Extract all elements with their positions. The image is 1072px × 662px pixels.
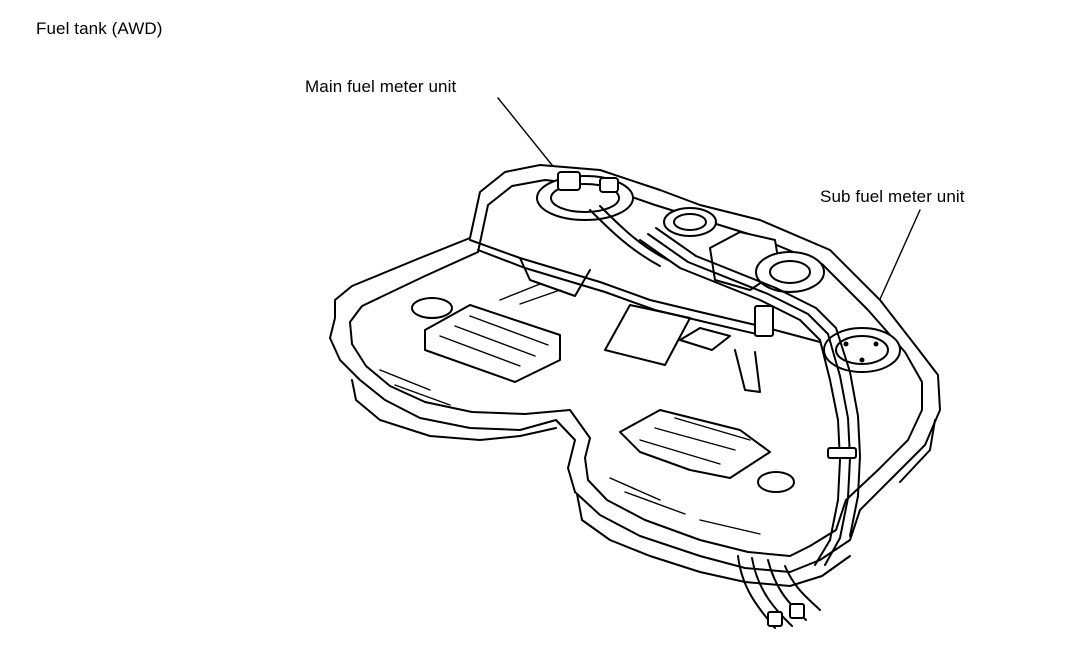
- main-fuel-meter-unit: [536, 171, 669, 267]
- fuel-lines: [639, 227, 861, 629]
- diagram-title: Fuel tank (AWD): [36, 19, 163, 38]
- sub-fuel-meter-unit: [823, 327, 901, 373]
- leader-line-main: [497, 97, 557, 171]
- callout-main-fuel-meter-unit: Main fuel meter unit: [305, 77, 457, 96]
- callout-sub-fuel-meter-unit: Sub fuel meter unit: [820, 187, 965, 206]
- fuel-tank-body: [329, 164, 941, 587]
- pump-cover: [663, 207, 825, 293]
